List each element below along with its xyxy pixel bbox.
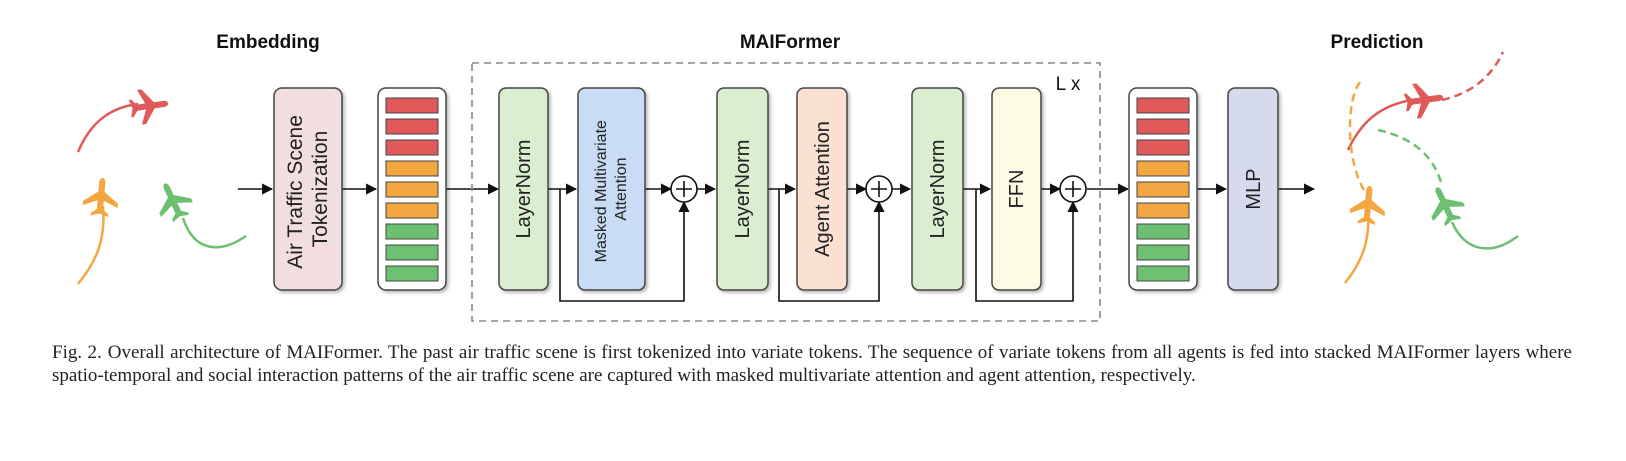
agent-attention-label: Agent Attention [812,121,834,257]
masked-multivariate-attention-block: Masked Multivariate Attention [577,87,646,291]
ffn-block: FFN [991,87,1042,291]
maiformer-heading: MAIFormer [740,32,841,53]
variate-token [1136,118,1190,135]
svg-text:Masked Multivariate Atte: Masked Multivariate Attention [593,116,630,263]
mlp-block: MLP [1227,87,1279,291]
prediction-heading: Prediction [1331,32,1424,53]
tokenization-label-line1: Air Traffic Scene [284,115,307,269]
variate-token [1136,160,1190,177]
masked-attention-label-line2: Attention [613,157,630,220]
layernorm-block-3: LayerNorm [911,87,964,291]
airplane-icon [149,176,197,226]
variate-token [385,202,439,219]
embedding-heading: Embedding [216,32,319,53]
variate-token [385,118,439,135]
airplane-icon [1421,180,1469,230]
variate-token [1136,244,1190,261]
layernorm-label: LayerNorm [927,140,949,239]
plus-circle-icon [865,175,893,203]
variate-token [385,223,439,240]
airplane-icon [1402,79,1446,121]
airplane-icon [1348,184,1388,226]
variate-token [385,181,439,198]
mlp-label: MLP [1243,168,1265,209]
variate-token [385,97,439,114]
input-token-stack [377,87,447,291]
variate-token [1136,181,1190,198]
predicted-trajectories [1344,51,1519,284]
variate-token [1136,139,1190,156]
layernorm-label: LayerNorm [732,140,754,239]
variate-token [385,244,439,261]
output-token-stack [1128,87,1198,291]
plus-circle-icon [1059,175,1087,203]
figure-caption: Fig. 2.Overall architecture of MAIFormer… [52,341,1572,387]
input-trajectories [76,85,247,285]
variate-token [385,139,439,156]
variate-token [385,265,439,282]
variate-token [385,160,439,177]
variate-token [1136,265,1190,282]
layernorm-label: LayerNorm [513,140,535,239]
tokenization-block: Air Traffic Scene Tokenization [273,87,343,291]
airplane-icon [127,85,171,127]
variate-token [1136,202,1190,219]
caption-text: Overall architecture of MAIFormer. The p… [52,342,1572,386]
tokenization-label-line2: Tokenization [309,131,332,248]
variate-token [1136,223,1190,240]
layernorm-block-2: LayerNorm [716,87,769,291]
agent-attention-block: Agent Attention [796,87,848,291]
layernorm-block-1: LayerNorm [498,87,549,291]
architecture-diagram: Embedding MAIFormer Prediction Air Traff… [76,32,1519,322]
ffn-label: FFN [1006,170,1028,209]
layer-repeat-label: L x [1056,74,1081,95]
variate-token [1136,97,1190,114]
plus-circle-icon [670,175,698,203]
airplane-icon [81,176,121,218]
svg-text:Air Traffic Scene Tokeni: Air Traffic Scene Tokenization [284,109,332,269]
figure-label: Fig. 2. [52,342,102,363]
maiformer-layer-container [471,62,1101,322]
masked-attention-label-line1: Masked Multivariate [593,120,610,262]
